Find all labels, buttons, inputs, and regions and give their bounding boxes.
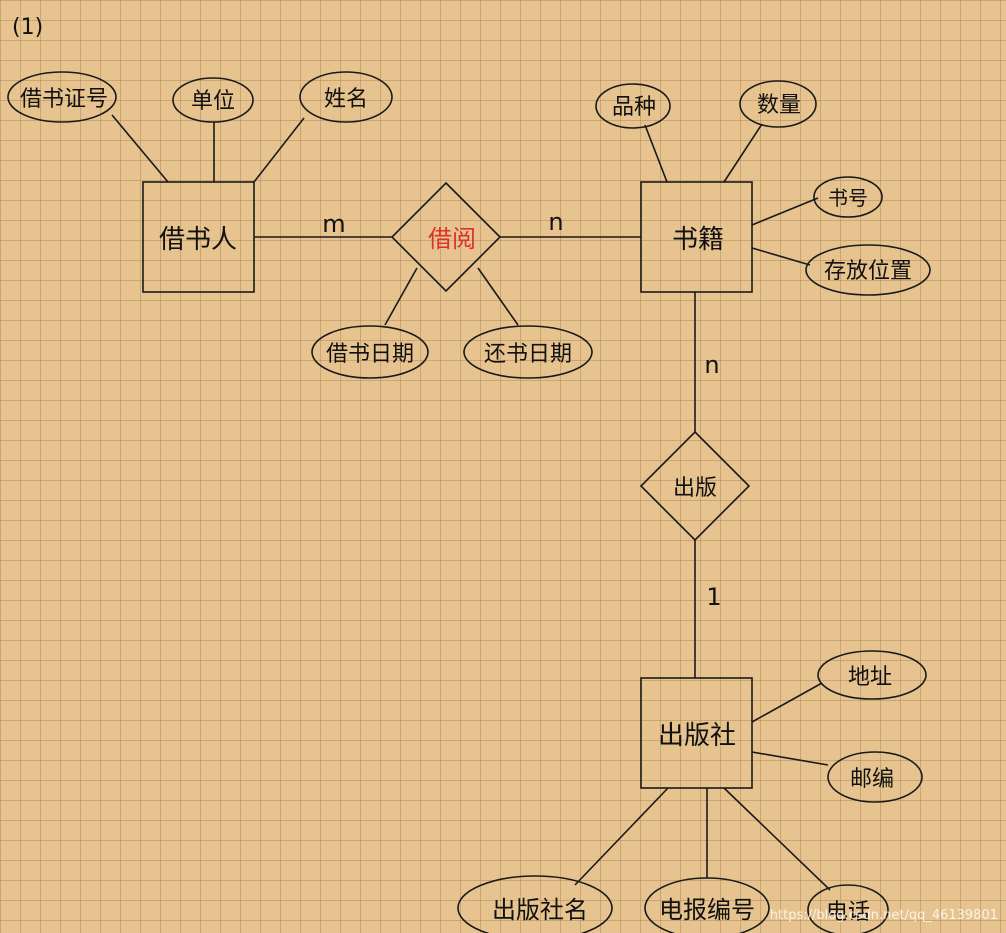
- attr-card-no-label: 借书证号: [20, 87, 108, 112]
- attr-location-label: 存放位置: [824, 259, 912, 284]
- cardinality-book-publish: n: [704, 351, 719, 379]
- relationship-borrow: 借阅: [390, 181, 502, 293]
- attr-zip: 邮编: [827, 751, 923, 803]
- watermark: https://blog.csdn.net/qq_46139801: [770, 908, 998, 923]
- connector-lines: [111, 114, 831, 891]
- attr-book-no: 书号: [813, 176, 883, 218]
- relationship-publish: 出版: [639, 430, 751, 542]
- attr-location: 存放位置: [805, 244, 931, 296]
- attr-quantity-label: 数量: [757, 93, 801, 118]
- attr-return-date-label: 还书日期: [484, 342, 572, 367]
- entity-publisher: 出版社: [640, 677, 753, 789]
- attr-borrow-date: 借书日期: [311, 325, 429, 379]
- attr-name: 姓名: [299, 71, 393, 123]
- entity-publisher-label: 出版社: [658, 721, 736, 751]
- entity-borrower-label: 借书人: [159, 225, 237, 255]
- attr-address: 地址: [817, 650, 927, 700]
- corner-label: (1): [12, 15, 43, 40]
- attr-address-label: 地址: [848, 665, 892, 690]
- attr-telegram-code-label: 电报编号: [659, 896, 755, 924]
- relationship-borrow-label: 借阅: [428, 225, 476, 253]
- attr-pub-name: 出版社名: [457, 875, 613, 933]
- attr-unit: 单位: [172, 77, 254, 123]
- attr-telegram-code: 电报编号: [644, 877, 770, 933]
- cardinality-borrower-borrow: m: [322, 210, 345, 238]
- attr-phone: 电话: [807, 884, 889, 933]
- attr-variety: 品种: [595, 83, 671, 129]
- attr-quantity: 数量: [739, 80, 817, 128]
- attr-name-label: 姓名: [324, 87, 368, 112]
- entity-borrower: 借书人: [142, 181, 255, 293]
- cardinality-publish-publisher: 1: [706, 583, 721, 611]
- attr-phone-label: 电话: [826, 900, 870, 925]
- attr-card-no: 借书证号: [7, 71, 117, 123]
- attr-unit-label: 单位: [191, 89, 235, 114]
- attr-return-date: 还书日期: [463, 325, 593, 379]
- attr-variety-label: 品种: [612, 95, 656, 120]
- entity-book: 书籍: [640, 181, 753, 293]
- entity-book-label: 书籍: [672, 225, 724, 255]
- attr-book-no-label: 书号: [828, 186, 868, 210]
- cardinality-borrow-book: n: [548, 208, 563, 236]
- relationship-publish-label: 出版: [673, 476, 717, 501]
- attr-pub-name-label: 出版社名: [492, 896, 588, 924]
- attr-borrow-date-label: 借书日期: [326, 342, 414, 367]
- attr-zip-label: 邮编: [850, 767, 894, 792]
